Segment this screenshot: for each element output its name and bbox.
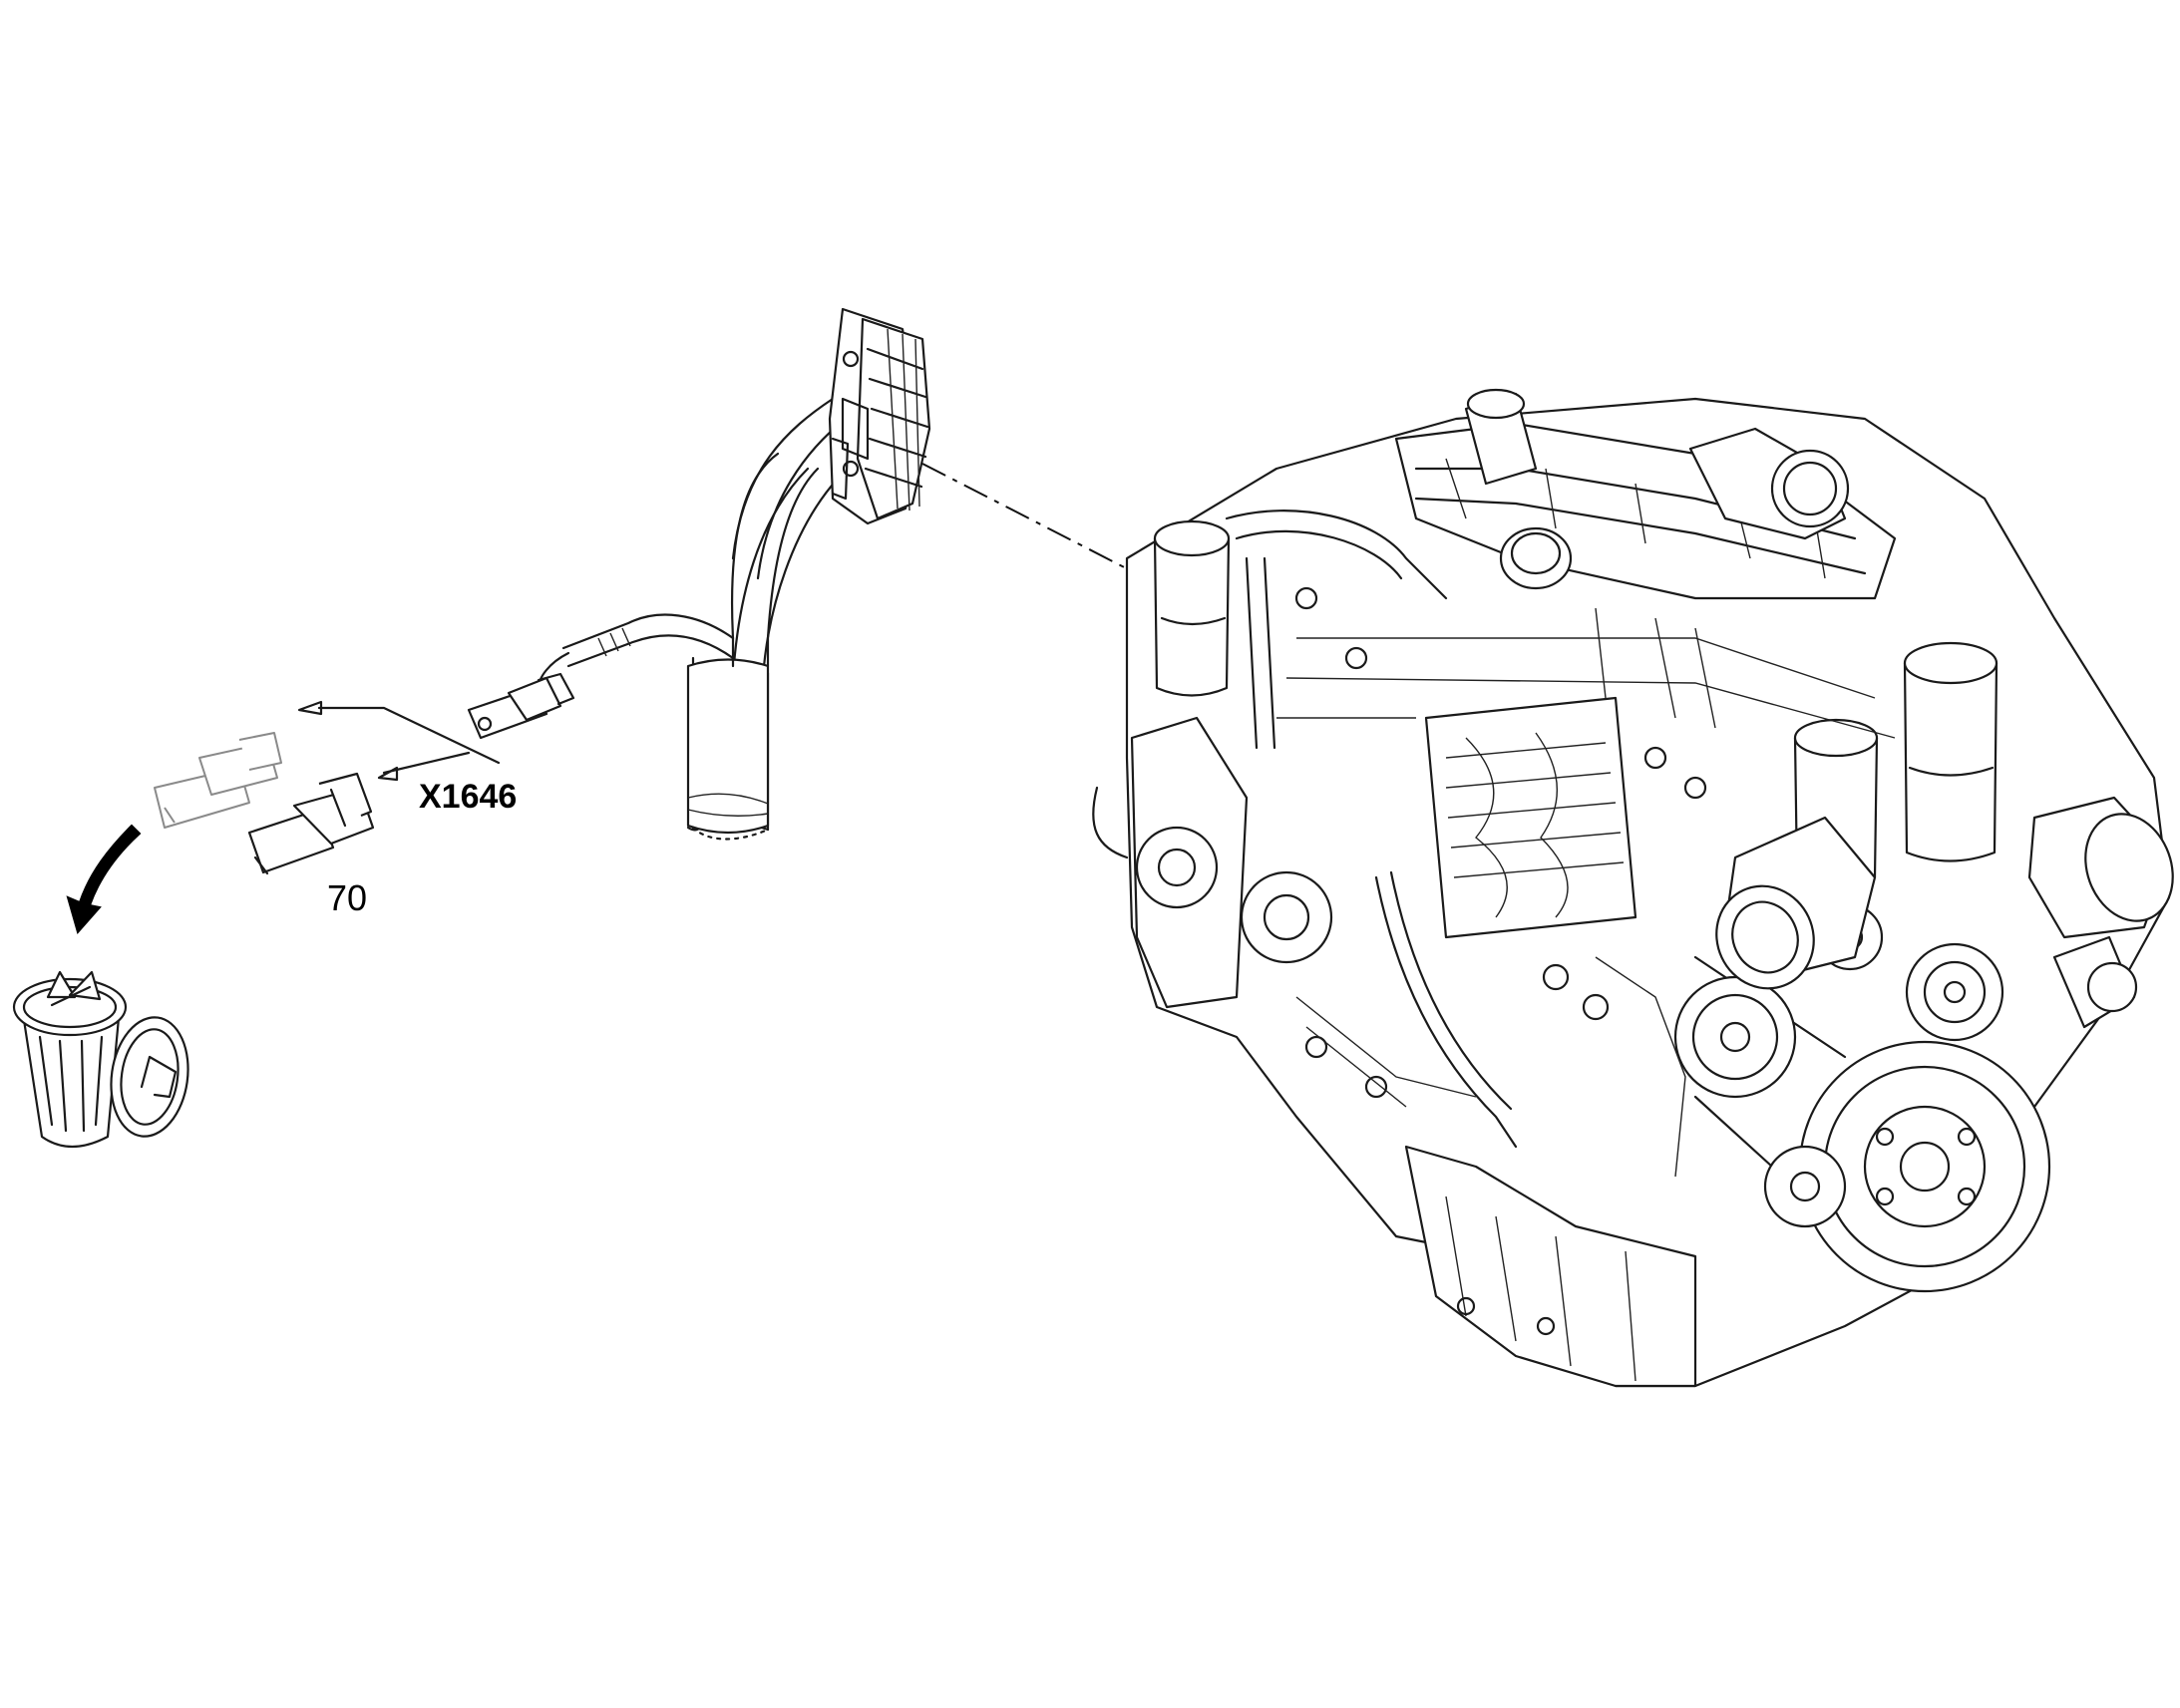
ecu-connector-block: [828, 307, 931, 525]
new-connector-70: [247, 772, 375, 875]
wiring-harness: [467, 397, 848, 841]
item-number-label: 70: [327, 877, 368, 918]
old-connector: [154, 732, 282, 829]
connector-reference-label: X1646: [419, 778, 518, 816]
curved-arrow-icon: [66, 824, 142, 935]
harness-connector: [467, 672, 575, 740]
engine-assembly: [1092, 388, 2174, 1388]
trash-can-icon: [12, 970, 189, 1148]
connector-callout: [297, 700, 501, 782]
